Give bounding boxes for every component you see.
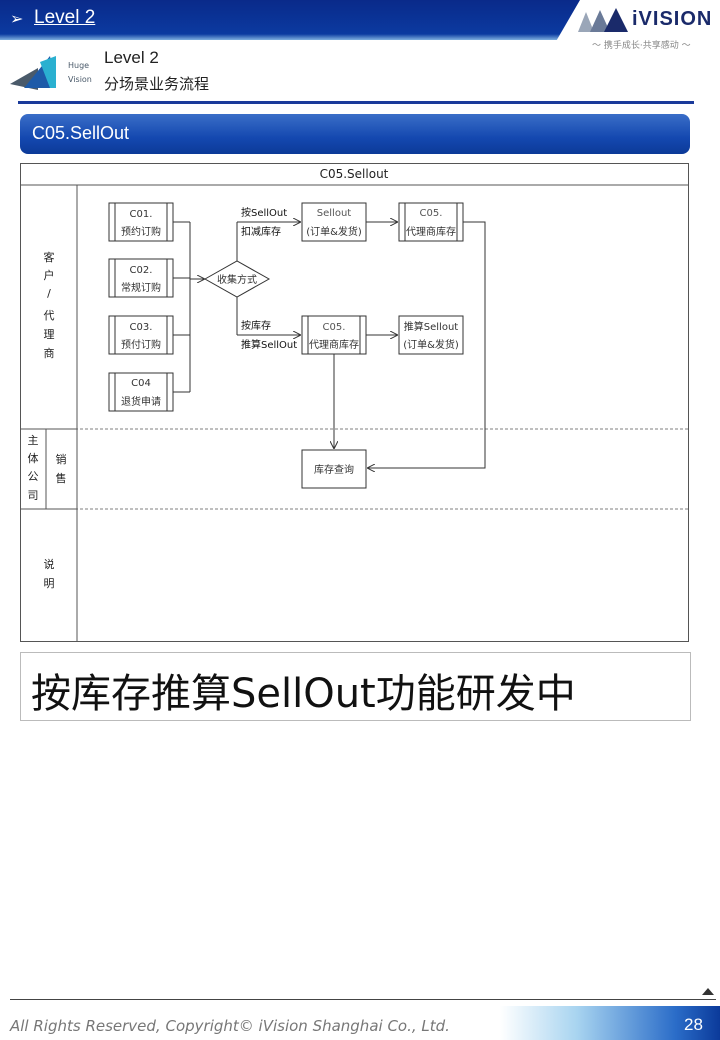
swimlane-diagram: C05.Sellout 客 户 / 代 理 商 主 体 公 司 销 售 说 明 … bbox=[20, 163, 689, 642]
lane-customer-char: 客 bbox=[44, 250, 55, 264]
subheader-divider bbox=[18, 101, 694, 104]
footer-divider bbox=[10, 999, 716, 1000]
order-box: C03. 预付订购 bbox=[108, 315, 174, 355]
sellout-line1: Sellout bbox=[317, 208, 352, 219]
note-text: 按库存推算SellOut功能研发中 bbox=[31, 671, 576, 717]
branch-label-bottom-1: 按库存 bbox=[241, 319, 271, 332]
lane-note-char: 说 bbox=[44, 557, 55, 571]
agent-name: 代理商库存 bbox=[309, 338, 359, 351]
lane-sales-char: 销 bbox=[56, 452, 67, 466]
order-name: 预付订购 bbox=[121, 338, 161, 351]
subheader-title: 分场景业务流程 bbox=[104, 75, 210, 93]
order-name: 预约订购 bbox=[121, 225, 161, 238]
order-box: C01. 预约订购 bbox=[108, 202, 174, 242]
order-code: C03. bbox=[130, 322, 153, 333]
arrow-icon: ➢ bbox=[10, 9, 24, 28]
agent-code: C05. bbox=[323, 322, 346, 333]
agent-inventory-box: C05. 代理商库存 bbox=[398, 202, 464, 242]
footer-copyright: All Rights Reserved, Copyright© iVision … bbox=[10, 1017, 450, 1035]
diagram-title: C05.Sellout bbox=[320, 167, 389, 181]
calc-line1: 推算Sellout bbox=[404, 320, 459, 333]
order-connectors bbox=[173, 221, 204, 393]
lane-entity-char: 司 bbox=[28, 489, 39, 502]
branch-label-top-2: 扣减库存 bbox=[241, 225, 281, 238]
lane-sales-char: 售 bbox=[56, 471, 67, 485]
decision-label: 收集方式 bbox=[217, 273, 257, 286]
inventory-query-box: 库存查询 bbox=[301, 449, 367, 489]
lane-entity-char: 公 bbox=[28, 470, 39, 483]
brand-name: iVISION bbox=[632, 8, 713, 30]
lane-customer-char: 理 bbox=[44, 328, 55, 341]
brand-slogan: ～ 携手成长·共享感动 ～ bbox=[592, 41, 691, 51]
calc-sellout-box: 推算Sellout (订单&发货) bbox=[398, 315, 464, 355]
branch-label-bottom-2: 推算SellOut bbox=[241, 338, 297, 351]
lane-entity-char: 体 bbox=[28, 451, 39, 465]
logo-text-huge: Huge bbox=[68, 61, 89, 70]
agent-inventory-box: C05. 代理商库存 bbox=[301, 315, 367, 355]
branch-label-top-1: 按SellOut bbox=[241, 206, 287, 219]
order-code: C02. bbox=[130, 265, 153, 276]
order-code: C04 bbox=[131, 378, 151, 389]
order-name: 常规订购 bbox=[121, 281, 161, 294]
top-blue-banner bbox=[0, 0, 580, 40]
sellout-order-shipment-box: Sellout (订单&发货) bbox=[301, 202, 367, 242]
agent-code: C05. bbox=[420, 208, 443, 219]
section-title: C05.SellOut bbox=[32, 123, 130, 143]
calc-line2: (订单&发货) bbox=[403, 338, 459, 351]
collection-method-decision: 收集方式 bbox=[203, 260, 271, 298]
top-level-link[interactable]: Level 2 bbox=[34, 7, 96, 28]
lane-customer-char: 户 bbox=[44, 268, 55, 282]
section-title-bar: C05.SellOut bbox=[20, 114, 690, 154]
order-code: C01. bbox=[130, 209, 153, 220]
footer-gradient bbox=[500, 1006, 720, 1040]
lane-customer-char: / bbox=[47, 287, 51, 300]
scroll-up-icon[interactable] bbox=[702, 988, 714, 995]
note-box: 按库存推算SellOut功能研发中 bbox=[20, 652, 691, 721]
decision-branches bbox=[236, 222, 300, 335]
logo-text-vision: Vision bbox=[68, 75, 92, 84]
agent-name: 代理商库存 bbox=[406, 225, 456, 238]
lane-customer-char: 代 bbox=[44, 309, 55, 322]
page-number: 28 bbox=[684, 1015, 703, 1034]
lane-customer-char: 商 bbox=[44, 346, 55, 360]
sellout-line2: (订单&发货) bbox=[306, 225, 362, 238]
lane-entity-char: 主 bbox=[28, 434, 39, 447]
order-name: 退货申请 bbox=[121, 395, 161, 408]
subheader-level: Level 2 bbox=[104, 48, 159, 67]
top-header: ➢ Level 2 iVISION ～ 携手成长·共享感动 ～ bbox=[0, 0, 720, 51]
lane-note-char: 明 bbox=[44, 577, 55, 590]
huge-vision-logo-icon: Huge Vision bbox=[10, 56, 92, 90]
query-label: 库存查询 bbox=[314, 463, 354, 476]
order-box: C02. 常规订购 bbox=[108, 258, 174, 298]
order-box: C04 退货申请 bbox=[108, 372, 174, 412]
ivision-logo-icon bbox=[578, 8, 628, 32]
